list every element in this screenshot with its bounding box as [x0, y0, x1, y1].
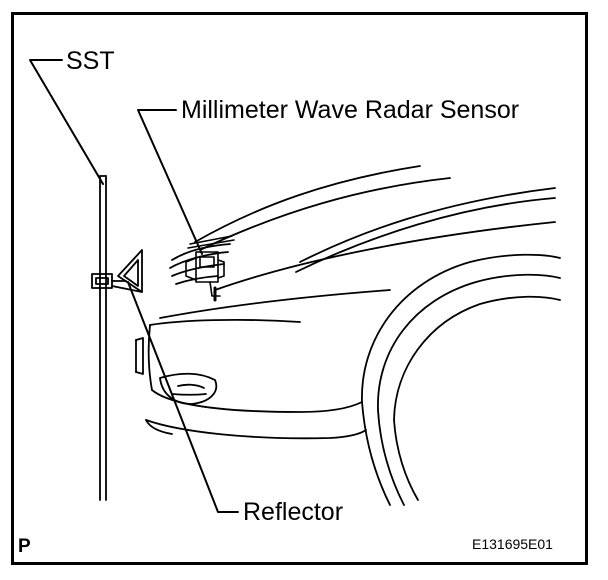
sst-stand — [91, 175, 127, 501]
sst-label: SST — [66, 47, 115, 75]
leader-lines — [29, 59, 239, 513]
reflector-device — [111, 249, 143, 293]
reflector-leader — [127, 281, 239, 513]
radar-sensor-label: Millimeter Wave Radar Sensor — [181, 96, 520, 124]
car-body-outline — [135, 165, 556, 440]
sst-leader — [29, 59, 104, 185]
figure-code: E131695E01 — [472, 536, 553, 552]
radar-sensor-leader — [137, 109, 203, 255]
front-wheel — [361, 253, 561, 506]
reflector-label: Reflector — [243, 498, 344, 526]
page-marker: P — [18, 536, 31, 557]
